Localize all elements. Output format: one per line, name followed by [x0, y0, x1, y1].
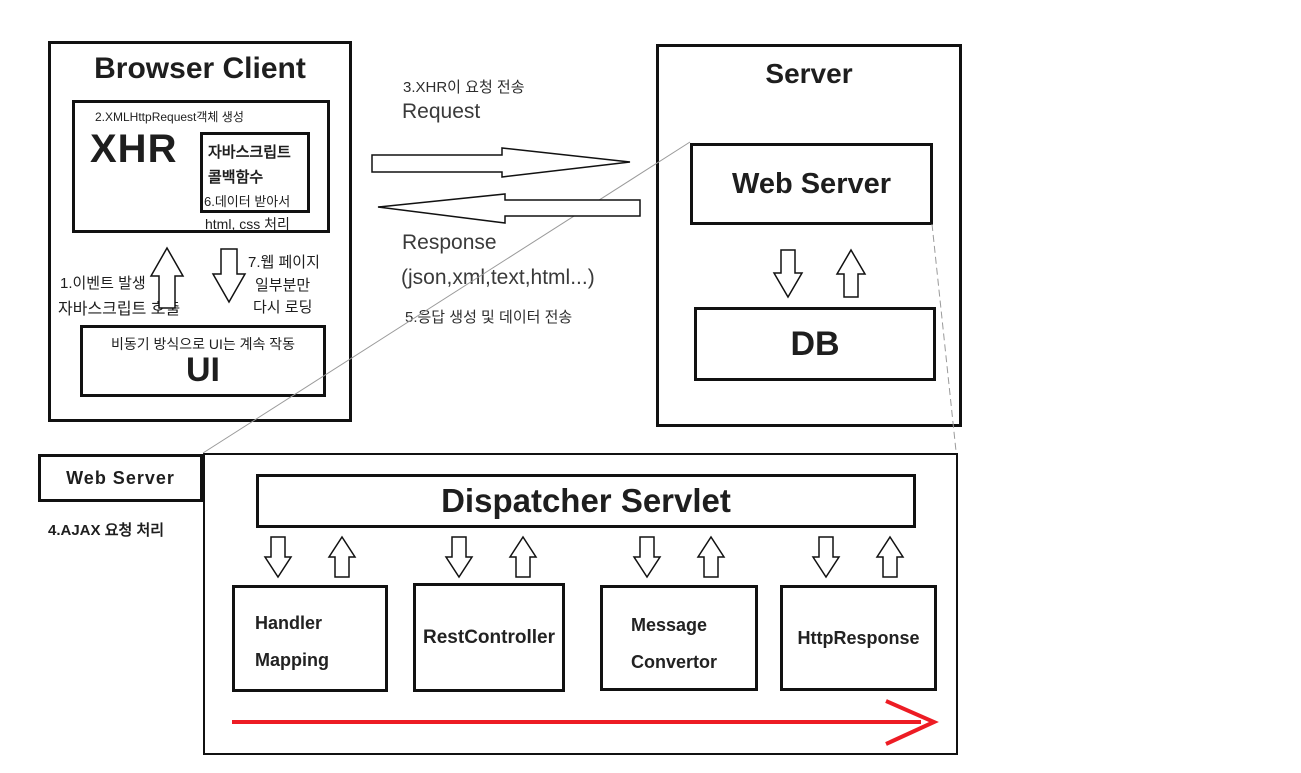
event-label-line-1: 1.이벤트 발생 — [60, 275, 146, 292]
xhr-label: XHR — [90, 127, 178, 171]
http-response-label: HttpResponse — [797, 627, 920, 648]
callback-line-1: 자바스크립트 — [208, 144, 291, 161]
browser-client-title: Browser Client — [94, 52, 306, 85]
xhr-caption: 2.XMLHttpRequest객체 생성 — [95, 110, 244, 124]
step5-label: 5.응답 생성 및 데이터 전송 — [405, 309, 573, 326]
response-arrow-icon — [377, 193, 641, 224]
handler-mapping-box: Handler Mapping — [232, 585, 388, 692]
dispatcher-servlet-label: Dispatcher Servlet — [441, 482, 731, 519]
server-title: Server — [765, 58, 853, 89]
callback-line-2: 콜백함수 — [208, 169, 264, 186]
web-server-label: Web Server — [731, 167, 892, 200]
step3-label: 3.XHR이 요청 전송 — [403, 79, 525, 96]
event-label-line-2: 자바스크립트 호출 — [58, 301, 181, 318]
db-box: DB — [694, 307, 936, 381]
rest-controller-label: RestController — [423, 626, 555, 648]
db-label: DB — [790, 324, 840, 363]
reload-label-line-1: 7.웹 페이지 — [248, 254, 320, 271]
reload-label-line-2: 일부분만 — [255, 277, 311, 294]
web-server-small-label: Web Server — [66, 467, 175, 488]
http-response-box: HttpResponse — [780, 585, 937, 691]
rest-controller-box: RestController — [413, 583, 565, 692]
message-convertor-line-1: Message — [631, 615, 708, 635]
web-server-box: Web Server — [690, 143, 933, 225]
handler-mapping-line-1: Handler — [255, 613, 323, 633]
request-arrow-icon — [371, 147, 631, 178]
callback-line-3: 6.데이터 받아서 — [204, 194, 291, 209]
response-label: Response — [402, 231, 497, 254]
step4-label: 4.AJAX 요청 처리 — [48, 522, 165, 539]
response-formats-label: (json,xml,text,html...) — [401, 266, 595, 289]
web-server-small-box: Web Server — [38, 454, 203, 502]
handler-mapping-line-2: Mapping — [255, 650, 329, 670]
ui-box: 비동기 방식으로 UI는 계속 작동 UI — [80, 325, 326, 397]
message-convertor-line-2: Convertor — [631, 652, 718, 672]
ui-label: UI — [186, 351, 220, 389]
html-css-label: html, css 처리 — [205, 216, 290, 232]
request-label: Request — [402, 100, 481, 123]
message-convertor-box: Message Convertor — [600, 585, 758, 691]
dispatcher-servlet-box: Dispatcher Servlet — [256, 474, 916, 528]
reload-label-line-3: 다시 로딩 — [253, 299, 313, 316]
